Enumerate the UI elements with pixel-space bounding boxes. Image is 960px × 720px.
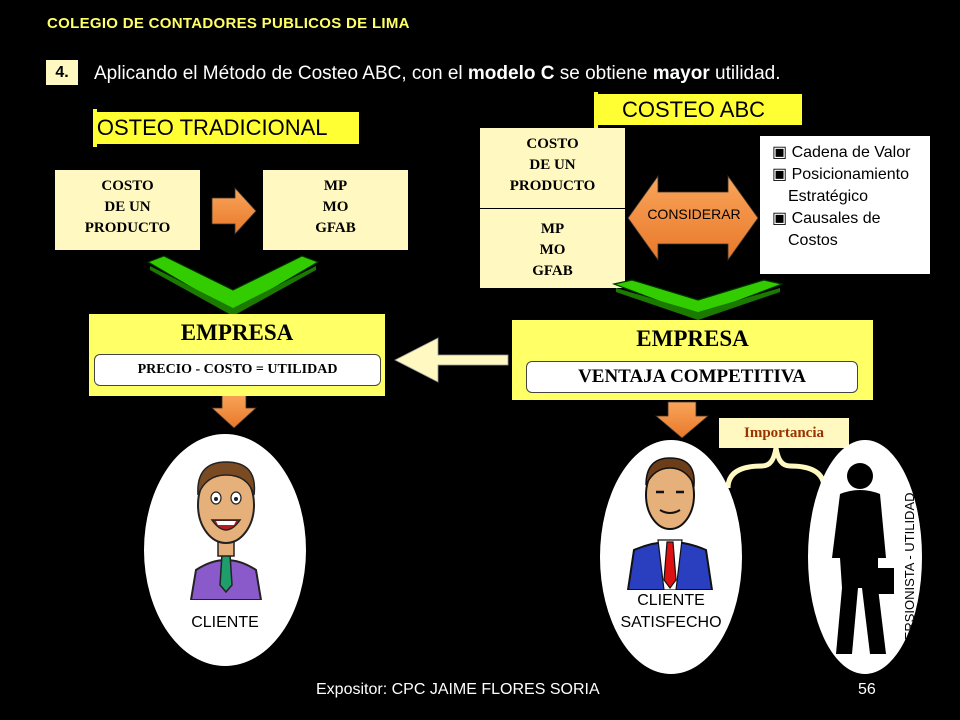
investor-ellipse: INVERSIONISTA - UTILIDAD xyxy=(808,440,922,674)
abc-label-bracket xyxy=(594,92,598,128)
green-chevron-left xyxy=(146,255,320,313)
factor-item: ▣ Cadena de Valor xyxy=(772,144,911,161)
importance-label: Importancia xyxy=(719,418,849,448)
right-arrow-left xyxy=(211,186,257,236)
satisfied-client-label-2: SATISFECHO xyxy=(620,614,722,631)
point-number: 4. xyxy=(46,60,78,85)
factor-item: ▣ Causales de xyxy=(772,210,881,227)
investor-label: INVERSIONISTA - UTILIDAD xyxy=(902,492,917,662)
factor-item: ▣ Posicionamiento xyxy=(772,166,909,183)
right-cost-box: COSTO DE UN PRODUCTO MP MO GFAB xyxy=(480,128,625,288)
competitive-advantage-pill: VENTAJA COMPETITIVA xyxy=(526,361,858,393)
curly-brace-icon xyxy=(725,447,827,489)
traditional-label-bracket xyxy=(93,109,97,147)
org-header: COLEGIO DE CONTADORES PUBLICOS DE LIMA xyxy=(47,15,410,32)
down-arrow-right xyxy=(654,401,710,439)
abc-costing-label: COSTEO ABC xyxy=(598,94,802,125)
traditional-costing-label: COSTEO TRADICIONAL xyxy=(97,112,359,144)
square-bullet-icon: ▣ xyxy=(772,210,792,227)
consider-label: CONSIDERAR xyxy=(647,206,741,222)
smiling-man-icon xyxy=(189,461,263,600)
square-bullet-icon: ▣ xyxy=(772,166,792,183)
price-cost-utility-formula: PRECIO - COSTO = UTILIDAD xyxy=(94,354,381,386)
slide-subtitle: Aplicando el Método de Costeo ABC, con e… xyxy=(94,63,781,84)
businessman-icon xyxy=(626,457,714,590)
left-cost-box: COSTO DE UN PRODUCTO xyxy=(55,170,200,250)
down-arrow-left xyxy=(210,393,258,429)
square-bullet-icon: ▣ xyxy=(772,144,792,161)
white-left-arrow xyxy=(394,337,509,383)
presenter-footer: Expositor: CPC JAIME FLORES SORIA xyxy=(316,681,600,698)
cost-box-divider xyxy=(480,208,625,209)
consider-double-arrow xyxy=(627,174,759,262)
page-number: 56 xyxy=(858,681,876,698)
left-components-box: MP MO GFAB xyxy=(263,170,408,250)
satisfied-client-label-1: CLIENTE xyxy=(637,592,705,609)
abc-factors-list: ▣ Cadena de Valor ▣ Posicionamiento Estr… xyxy=(760,136,930,274)
green-chevron-right-shade xyxy=(616,288,780,320)
factor-item: Estratégico xyxy=(788,188,869,205)
investor-silhouette-icon xyxy=(832,463,894,654)
factor-item: Costos xyxy=(788,232,838,249)
client-label: CLIENTE xyxy=(191,614,259,631)
